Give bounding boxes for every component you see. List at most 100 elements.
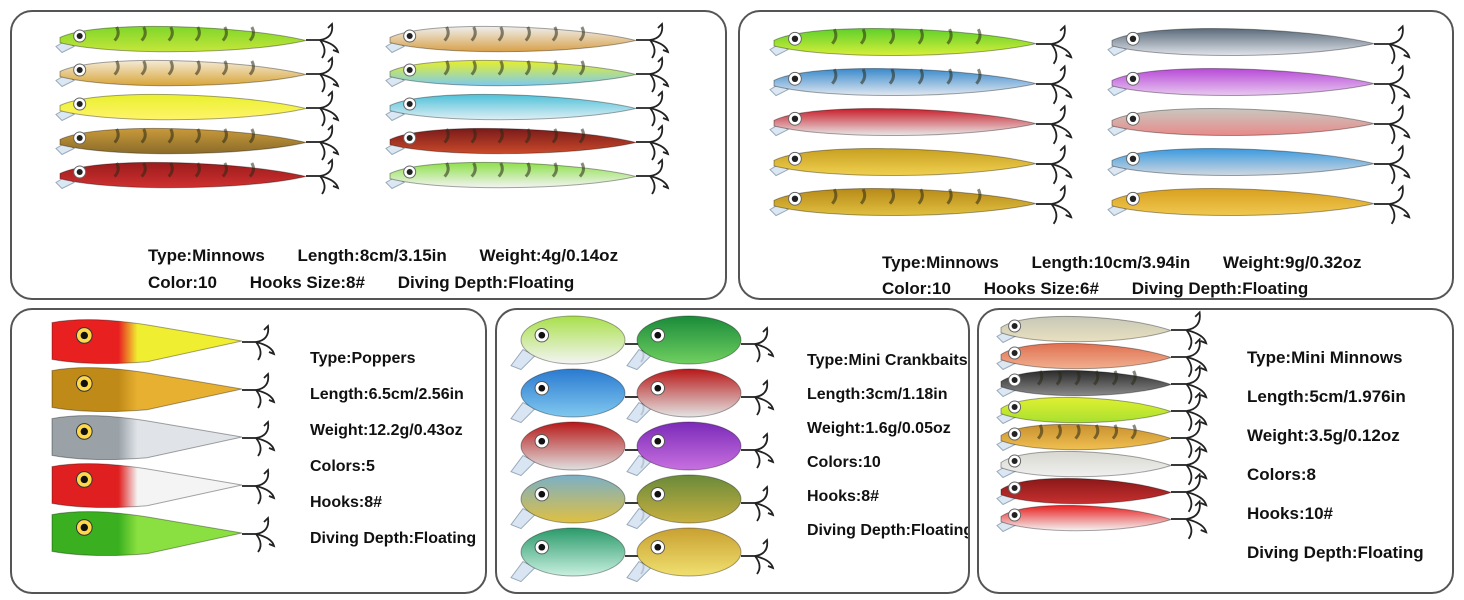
spec-colors: Colors:5 <box>310 458 375 475</box>
panel-mini-crankbaits: Type:Mini Crankbaits Length:3cm/1.18in W… <box>495 308 970 594</box>
lure-body <box>389 127 637 155</box>
treble-hook <box>1171 364 1208 405</box>
lure <box>55 127 307 156</box>
spec-depth: Diving Depth:Floating <box>807 522 970 539</box>
lure-body <box>636 527 742 577</box>
lure <box>1107 148 1375 177</box>
lure-stripe <box>497 60 504 76</box>
lure-stripe <box>113 162 120 178</box>
treble-hook <box>741 485 775 522</box>
lure-stripe <box>194 60 201 76</box>
lure-stripe <box>578 60 585 76</box>
lure-body <box>1111 188 1375 217</box>
treble-hook <box>741 432 775 469</box>
lure <box>996 342 1173 371</box>
lure-stripe <box>917 28 924 45</box>
lure <box>626 315 742 371</box>
lure-body <box>389 93 637 121</box>
spec-weight: Weight:12.2g/0.43oz <box>310 422 463 439</box>
treble-hook <box>636 90 670 127</box>
lure-body <box>1111 68 1375 97</box>
lure <box>1107 28 1375 57</box>
spec-weight: Weight:3.5g/0.12oz <box>1247 426 1400 445</box>
lure-stripe <box>578 26 585 42</box>
lure-stripe <box>1074 370 1081 386</box>
spec-weight: Weight:4g/0.14oz <box>479 246 619 265</box>
spec-length: Length:10cm/3.94in <box>1031 253 1191 272</box>
lure-body <box>520 474 626 524</box>
lure-body <box>636 474 742 524</box>
treble-hook <box>306 124 340 161</box>
lure-body <box>1000 342 1173 370</box>
lure-body <box>636 421 742 471</box>
treble-hook <box>1374 144 1411 185</box>
lure-pupil <box>1129 75 1137 82</box>
spec-list: Type:Mini Minnows Length:5cm/1.976in Wei… <box>1247 348 1424 582</box>
lure <box>626 527 742 583</box>
lure-pupil <box>654 331 662 339</box>
lure-pupil <box>76 169 83 175</box>
lure-stripe <box>946 188 953 205</box>
lure-pupil <box>538 384 546 392</box>
lure-stripe <box>975 188 982 205</box>
lure-stripe <box>248 128 255 144</box>
lure-stripe <box>859 188 867 205</box>
spec-list: Type:Mini Crankbaits Length:3cm/1.18in W… <box>807 352 970 556</box>
lure-stripe <box>221 60 228 76</box>
spec-depth: Diving Depth:Floating <box>1247 543 1424 562</box>
lure-stripe <box>524 60 531 76</box>
lure-pupil <box>80 331 88 340</box>
treble-hook <box>1036 144 1073 185</box>
lure-stripe <box>524 26 531 42</box>
spec-length: Length:3cm/1.18in <box>807 386 948 403</box>
treble-hook <box>306 56 340 93</box>
lure <box>510 421 626 477</box>
lure-stripe <box>551 26 558 42</box>
lure-body <box>1000 423 1173 451</box>
lure-stripe <box>578 162 585 178</box>
lure <box>385 93 637 122</box>
lure-pupil <box>406 101 413 107</box>
lure-stripe <box>1055 370 1062 386</box>
lure <box>996 477 1173 506</box>
lure-stripe <box>946 28 953 45</box>
lure-stripe <box>1093 370 1100 386</box>
spec-length: Length:5cm/1.976in <box>1247 387 1406 406</box>
treble-hook <box>1171 418 1208 459</box>
lure <box>385 161 637 190</box>
lure-pupil <box>80 523 88 532</box>
lure-body <box>59 161 307 189</box>
lure <box>996 423 1173 452</box>
lure-pupil <box>1011 323 1018 329</box>
lure-body <box>1000 477 1173 505</box>
lure-body <box>1000 504 1173 532</box>
panel-poppers: Type:Poppers Length:6.5cm/2.56in Weight:… <box>10 308 487 594</box>
lure <box>996 396 1173 425</box>
lure-stripe <box>888 28 895 45</box>
spec-type: Type:Mini Crankbaits <box>807 352 968 369</box>
lure <box>510 527 626 583</box>
spec-hooks: Hooks:8# <box>807 488 880 505</box>
lure-body <box>636 315 742 365</box>
treble-hook <box>1171 391 1208 432</box>
treble-hook <box>1171 472 1208 513</box>
lure-body <box>636 368 742 418</box>
lure <box>769 28 1037 57</box>
lure-pupil <box>1011 431 1018 437</box>
lure-stripe <box>443 128 450 144</box>
spec-list: Type:Poppers Length:6.5cm/2.56in Weight:… <box>310 350 476 566</box>
lure-pupil <box>76 33 83 39</box>
lure <box>51 463 243 509</box>
treble-hook <box>636 124 670 161</box>
lure-group-mini-crankbaits <box>510 315 775 583</box>
lure-pupil <box>538 543 546 551</box>
spec-weight: Weight:9g/0.32oz <box>1222 253 1362 272</box>
panel-minnows-10cm: Type:Minnows Length:10cm/3.94in Weight:9… <box>738 10 1454 300</box>
spec-line-2: Color:10 Hooks Size:8# Diving Depth:Floa… <box>148 273 602 293</box>
lure-pupil <box>654 490 662 498</box>
lure-body <box>1111 28 1375 57</box>
treble-hook <box>1036 184 1073 225</box>
lure-body <box>773 108 1037 137</box>
spec-type: Type:Mini Minnows <box>1247 348 1403 367</box>
lure-body <box>520 315 626 365</box>
